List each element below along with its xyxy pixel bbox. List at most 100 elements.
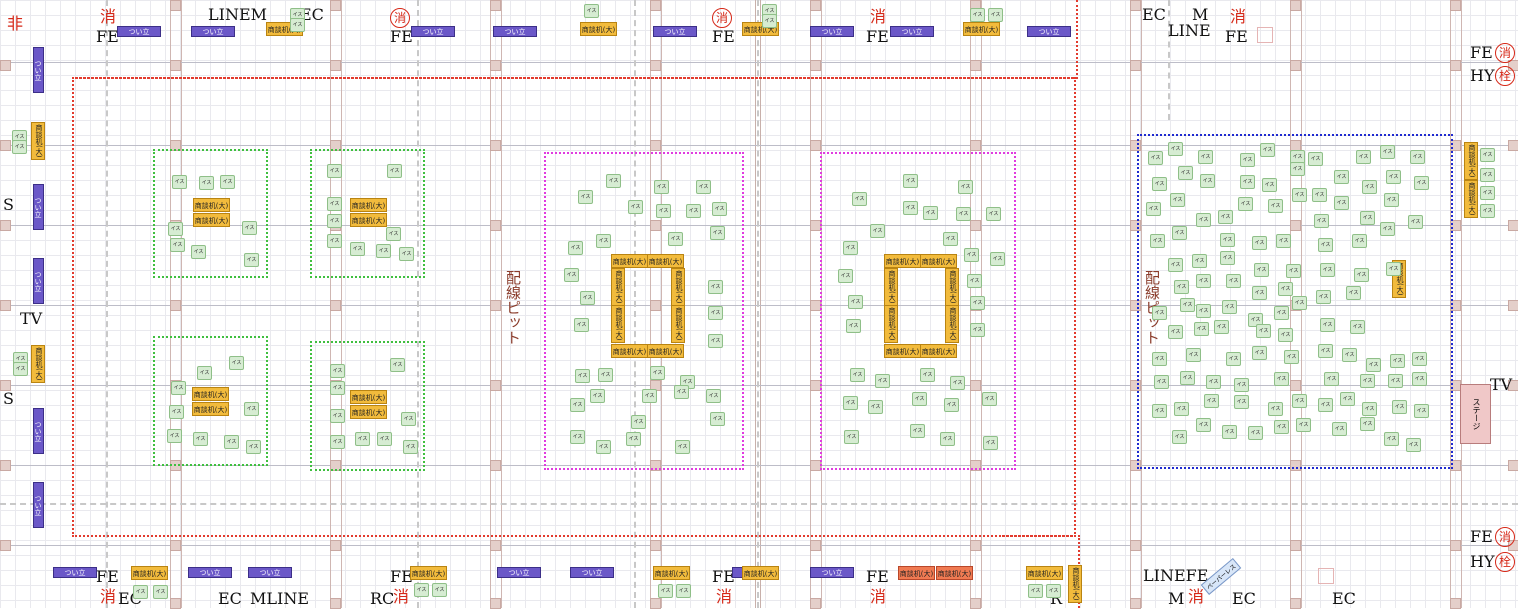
chair: イス [1292,394,1307,408]
chair: イス [1274,420,1289,434]
chair: イス [1220,233,1235,247]
pillar [650,540,661,551]
chair: イス [168,222,183,236]
pillar [330,540,341,551]
chair: イス [1248,426,1263,440]
chair: イス [1414,176,1429,190]
chair: イス [1154,375,1169,389]
fire-label: 消 [716,587,733,606]
chair: イス [1222,425,1237,439]
desk: 商談机(大) [920,344,957,358]
chair: イス [153,585,168,599]
chair: イス [958,180,973,194]
chair: イス [654,180,669,194]
chair: イス [1252,236,1267,250]
line-label: LINE [1168,21,1211,40]
pillar [1508,300,1518,311]
chair: イス [710,226,725,240]
chair: イス [988,8,1003,22]
chair: イス [1238,197,1253,211]
chair: イス [1234,378,1249,392]
partition: つい立 [570,567,614,578]
chair: イス [199,176,214,190]
chair: イス [327,197,342,211]
row-line [0,305,1518,306]
chair: イス [844,430,859,444]
partition: つい立 [188,567,232,578]
chair: イス [330,364,345,378]
chair: イス [843,396,858,410]
desk: 商談机(大) [1464,142,1478,180]
chair: イス [1352,234,1367,248]
fe-label: FE [866,567,889,586]
chair: イス [1390,354,1405,368]
pillar [1130,300,1141,311]
chair: イス [1334,196,1349,210]
chair: イス [982,392,997,406]
desk: 商談机(大) [350,198,387,212]
desk: 商談机(大) [193,213,230,227]
chair: イス [1406,438,1421,452]
fire-label: 消 [1230,7,1247,26]
partition: つい立 [653,26,697,37]
chair: イス [1360,374,1375,388]
chair: イス [1412,372,1427,386]
chair: イス [1278,282,1293,296]
pillar [970,460,981,471]
partition: つい立 [493,26,537,37]
chair: イス [843,241,858,255]
chair: イス [943,232,958,246]
pillar [490,300,501,311]
chair: イス [1248,313,1263,327]
booth-zone-a [153,149,268,278]
pillar [1130,460,1141,471]
row-line [0,145,1518,146]
partition: つい立 [411,26,455,37]
desk: 商談机(大) [350,390,387,404]
chair: イス [327,214,342,228]
dashed-guide-vertical [106,0,108,608]
chair: イス [193,432,208,446]
pillar [650,60,661,71]
fire-extinguisher-icon: 消 [390,8,410,28]
chair: イス [1222,300,1237,314]
pillar [970,140,981,151]
chair: イス [923,206,938,220]
partition: つい立 [1027,26,1071,37]
chair: イス [676,584,691,598]
desk: 商談机(大) [1026,566,1063,580]
pillar [1290,220,1301,231]
pillar [1508,140,1518,151]
floor-box-icon [1257,27,1273,43]
pillar [650,220,661,231]
chair: イス [912,392,927,406]
chair: イス [1172,226,1187,240]
chair: イス [1480,186,1495,200]
chair: イス [12,140,27,154]
chair: イス [290,18,305,32]
desk: 商談机(大) [945,268,959,306]
pillar [0,220,11,231]
chair: イス [1286,264,1301,278]
s-label: S [3,389,14,408]
ec-label: EC [1332,589,1356,608]
desk: 商談机(大) [653,566,690,580]
chair: イス [133,585,148,599]
chair: イス [1480,204,1495,218]
desk: 商談机(大) [611,268,625,306]
hy-label: HY [1470,66,1495,85]
desk: 商談机(大) [884,254,921,268]
desk: 商談机(大) [936,566,973,580]
chair: イス [1178,166,1193,180]
chair: イス [846,319,861,333]
partition: つい立 [890,26,934,37]
fire-extinguisher-icon: 消 [712,8,732,28]
desk: 商談机(大) [193,198,230,212]
chair: イス [1170,193,1185,207]
chair: イス [1384,432,1399,446]
booth-zone-c [153,336,268,466]
desk: 商談机(大) [945,305,959,343]
chair: イス [1324,372,1339,386]
pillar [330,300,341,311]
